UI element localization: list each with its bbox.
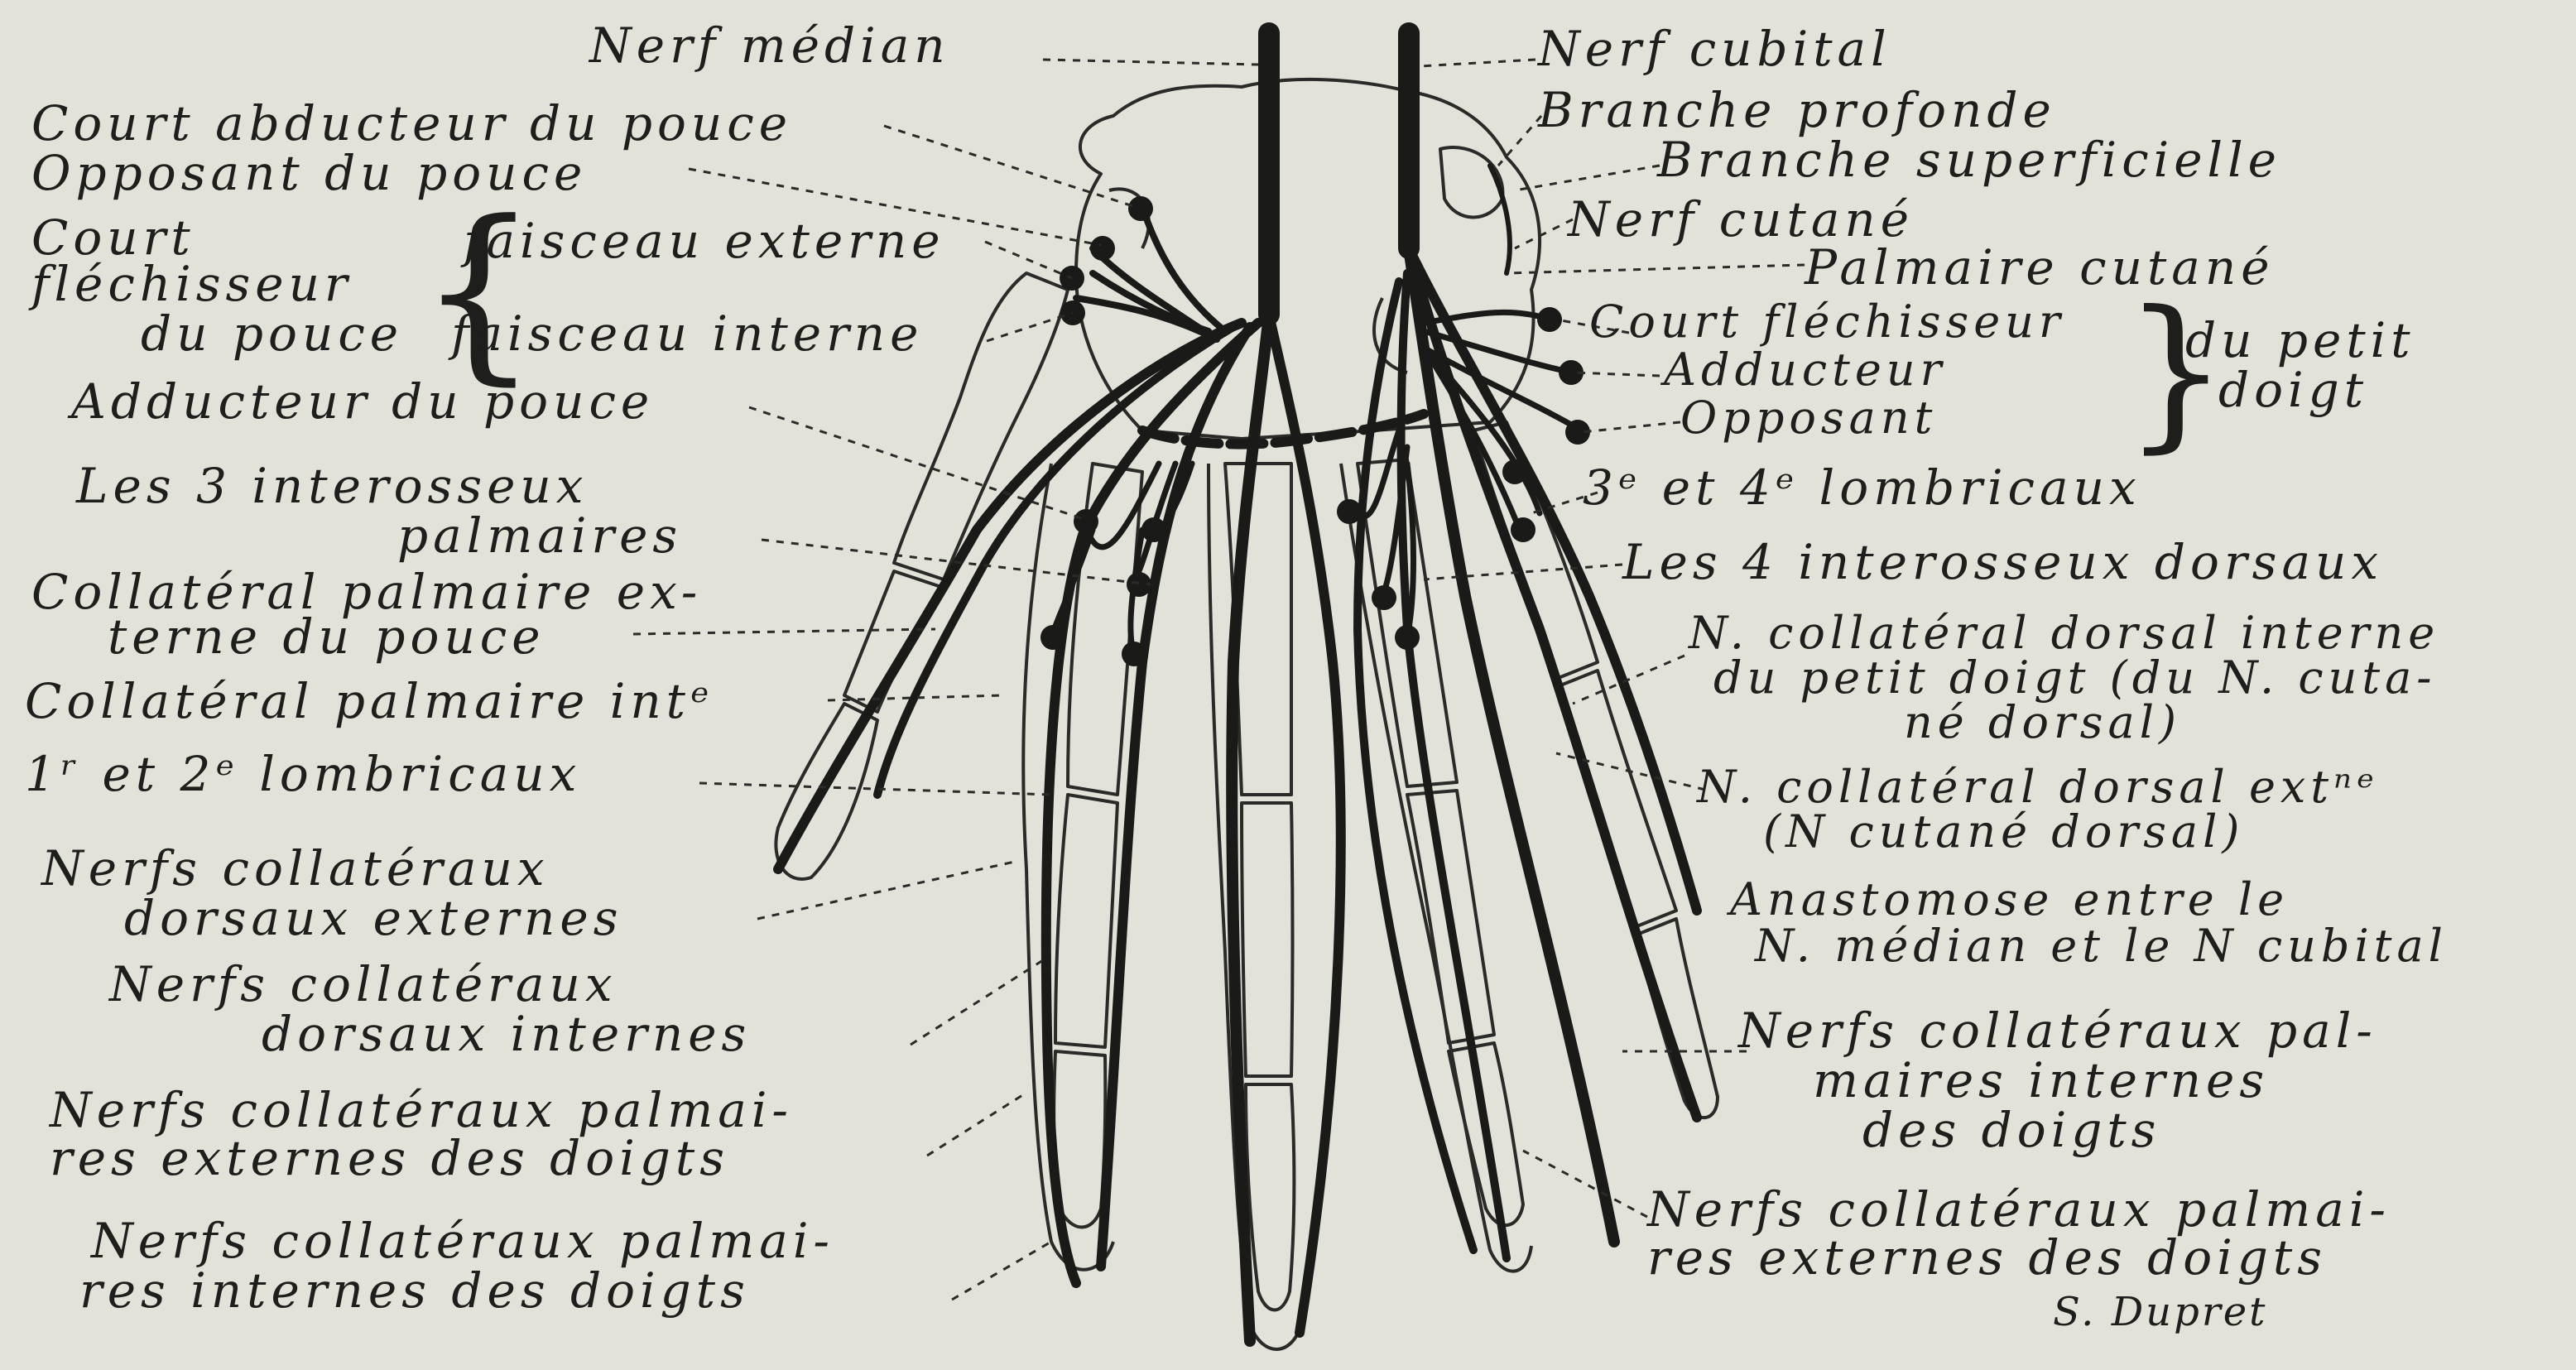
label-n-collateral-dorsal-externe-2: (N cutané dorsal)	[1763, 810, 2244, 854]
label-collateral-palmaire-int: Collatéral palmaire intᵉ	[25, 677, 714, 725]
label-nerfs-palmaires-externes-2: res externes des doigts	[1647, 1233, 2327, 1281]
label-branche-profonde: Branche profonde	[1538, 86, 2056, 134]
label-opposant: Opposant	[1680, 396, 1937, 440]
label-nerfs-palmaires-internes-2: maires internes	[1813, 1056, 2269, 1104]
label-lombricaux-1-2: 1ʳ et 2ᵉ lombricaux	[25, 750, 581, 798]
label-anastomose-1: Anastomose entre le	[1730, 877, 2289, 922]
label-branche-superficielle: Branche superficielle	[1657, 136, 2281, 184]
label-nerf-median: Nerf médian	[589, 22, 950, 70]
label-nerfs-dorsaux-externes-1: Nerfs collatéraux	[41, 844, 550, 892]
label-nerfs-palmaires-internes-doigts-2: res internes des doigts	[79, 1267, 750, 1315]
label-nerf-cubital: Nerf cubital	[1538, 25, 1891, 73]
label-lombricaux-3-4: 3ᵉ et 4ᵉ lombricaux	[1583, 464, 2141, 512]
label-n-collateral-dorsal-externe-1: N. collatéral dorsal extⁿᵉ	[1697, 765, 2379, 810]
label-nerfs-dorsaux-internes-1: Nerfs collatéraux	[109, 960, 618, 1008]
label-du-petit: du petit	[2185, 316, 2415, 364]
label-anastomose-2: N. médian et le N cubital	[1755, 924, 2448, 969]
label-les-3-interosseux: Les 3 interosseux	[76, 462, 588, 510]
label-faisceau-interne: faisceau interne	[451, 310, 923, 358]
label-nerfs-dorsaux-internes-2: dorsaux internes	[262, 1010, 751, 1058]
label-flechisseur: fléchisseur	[31, 260, 353, 308]
label-palmaires: palmaires	[397, 512, 682, 560]
label-nerf-cutane: Nerf cutané	[1568, 195, 1914, 243]
label-doigt: doigt	[2218, 366, 2368, 414]
label-interosseux-dorsaux: Les 4 interosseux dorsaux	[1622, 538, 2383, 586]
label-court: Court	[31, 214, 195, 262]
label-du-pouce: du pouce	[141, 310, 403, 358]
label-nerfs-palmaires-internes-1: Nerfs collatéraux pal-	[1738, 1007, 2377, 1055]
label-nerfs-palmaires-externes-doigts-2: res externes des doigts	[50, 1134, 729, 1182]
label-nerfs-palmaires-externes-doigts-1: Nerfs collatéraux palmai-	[50, 1086, 793, 1134]
label-nerfs-palmaires-internes-doigts-1: Nerfs collatéraux palmai-	[91, 1217, 834, 1265]
label-n-collateral-dorsal-interne-1: N. collatéral dorsal interne	[1689, 611, 2439, 656]
label-nerfs-dorsaux-externes-2: dorsaux externes	[124, 894, 622, 942]
label-n-collateral-dorsal-interne-3: né dorsal)	[1904, 700, 2181, 745]
label-adducteur-du-pouce: Adducteur du pouce	[71, 377, 654, 425]
label-court-abducteur-du-pouce: Court abducteur du pouce	[31, 99, 792, 147]
label-faisceau-externe: faisceau externe	[464, 217, 945, 265]
label-nerfs-palmaires-externes-1: Nerfs collatéraux palmai-	[1647, 1185, 2391, 1233]
label-collateral-palmaire-ext-2: terne du pouce	[108, 613, 545, 661]
label-court-flechisseur: Court fléchisseur	[1589, 300, 2065, 344]
label-n-collateral-dorsal-interne-2: du petit doigt (du N. cuta-	[1713, 656, 2437, 700]
artist-signature: S. Dupret	[2053, 1288, 2267, 1336]
label-adducteur: Adducteur	[1664, 348, 1946, 392]
label-nerfs-palmaires-internes-3: des doigts	[1862, 1106, 2160, 1154]
